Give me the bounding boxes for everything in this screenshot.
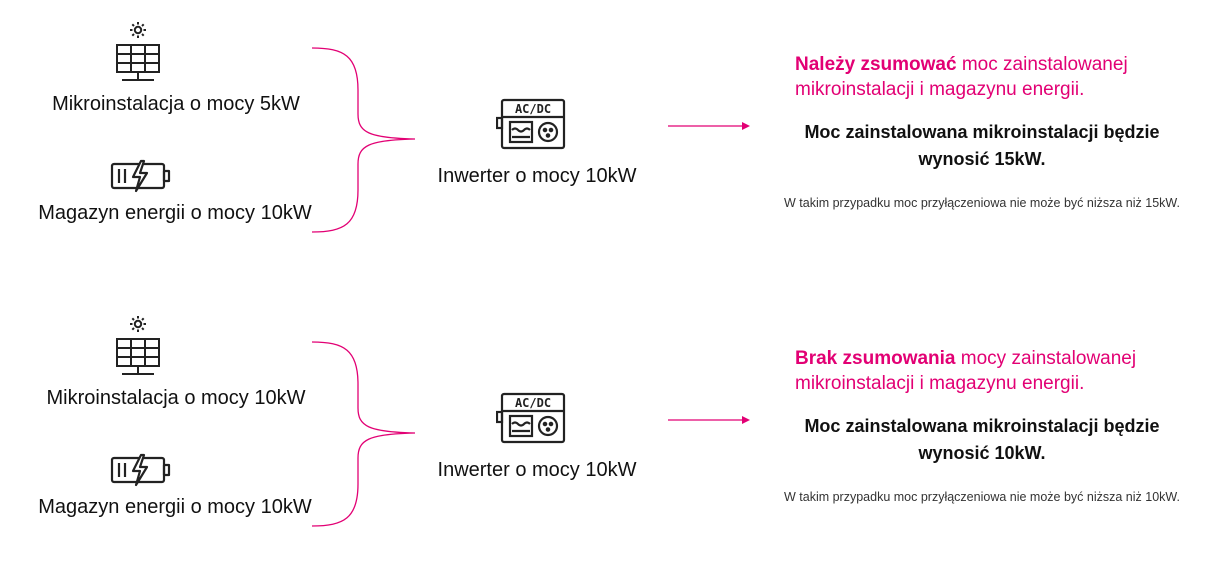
result-note: W takim przypadku moc przyłączeniowa nie…: [784, 490, 1180, 504]
inverter-icon: AC/DC: [496, 392, 566, 444]
arrow-icon: [668, 122, 750, 130]
result-statement: Moc zainstalowana mikroinstalacji będzie…: [804, 416, 1160, 463]
battery-icon: [110, 159, 171, 193]
energy-storage-label: Magazyn energii o mocy 10kW: [38, 496, 312, 518]
result-headline: Należy zsumować moc zainstalowanej mikro…: [795, 52, 1185, 102]
bracket-connector: [311, 341, 416, 527]
inverter-icon: AC/DC: [496, 98, 566, 150]
headline-text: moc zainstalowanej mikroinstalacji i mag…: [795, 54, 1128, 100]
inverter-label: Inwerter o mocy 10kW: [437, 459, 637, 481]
inverter-label: Inwerter o mocy 10kW: [437, 165, 637, 187]
headline-emphasis: Należy zsumować: [795, 54, 957, 75]
result-panel: Brak zsumowania mocy zainstalowanej mikr…: [770, 294, 1190, 584]
inverter-icon-text: AC/DC: [515, 102, 551, 116]
microinstallation-label: Mikroinstalacja o mocy 5kW: [52, 93, 300, 115]
scenario-2: Mikroinstalacja o mocy 10kW Magazyn ener…: [0, 294, 1210, 584]
battery-icon: [110, 453, 171, 487]
result-panel: Należy zsumować moc zainstalowanej mikro…: [770, 0, 1190, 290]
result-note: W takim przypadku moc przyłączeniowa nie…: [784, 196, 1180, 210]
headline-emphasis: Brak zsumowania: [795, 348, 956, 369]
solar-panel-icon: [116, 316, 160, 375]
headline-text: mocy zainstalowanej mikroinstalacji i ma…: [795, 348, 1137, 394]
arrow-icon: [668, 416, 750, 424]
inverter-icon-text: AC/DC: [515, 396, 551, 410]
energy-storage-label: Magazyn energii o mocy 10kW: [38, 202, 312, 224]
microinstallation-label: Mikroinstalacja o mocy 10kW: [46, 387, 306, 409]
scenario-1: Mikroinstalacja o mocy 5kW Magazyn energ…: [0, 0, 1210, 290]
result-statement: Moc zainstalowana mikroinstalacji będzie…: [804, 122, 1160, 169]
solar-panel-icon: [116, 22, 160, 81]
bracket-connector: [311, 47, 416, 233]
result-headline: Brak zsumowania mocy zainstalowanej mikr…: [795, 346, 1185, 396]
